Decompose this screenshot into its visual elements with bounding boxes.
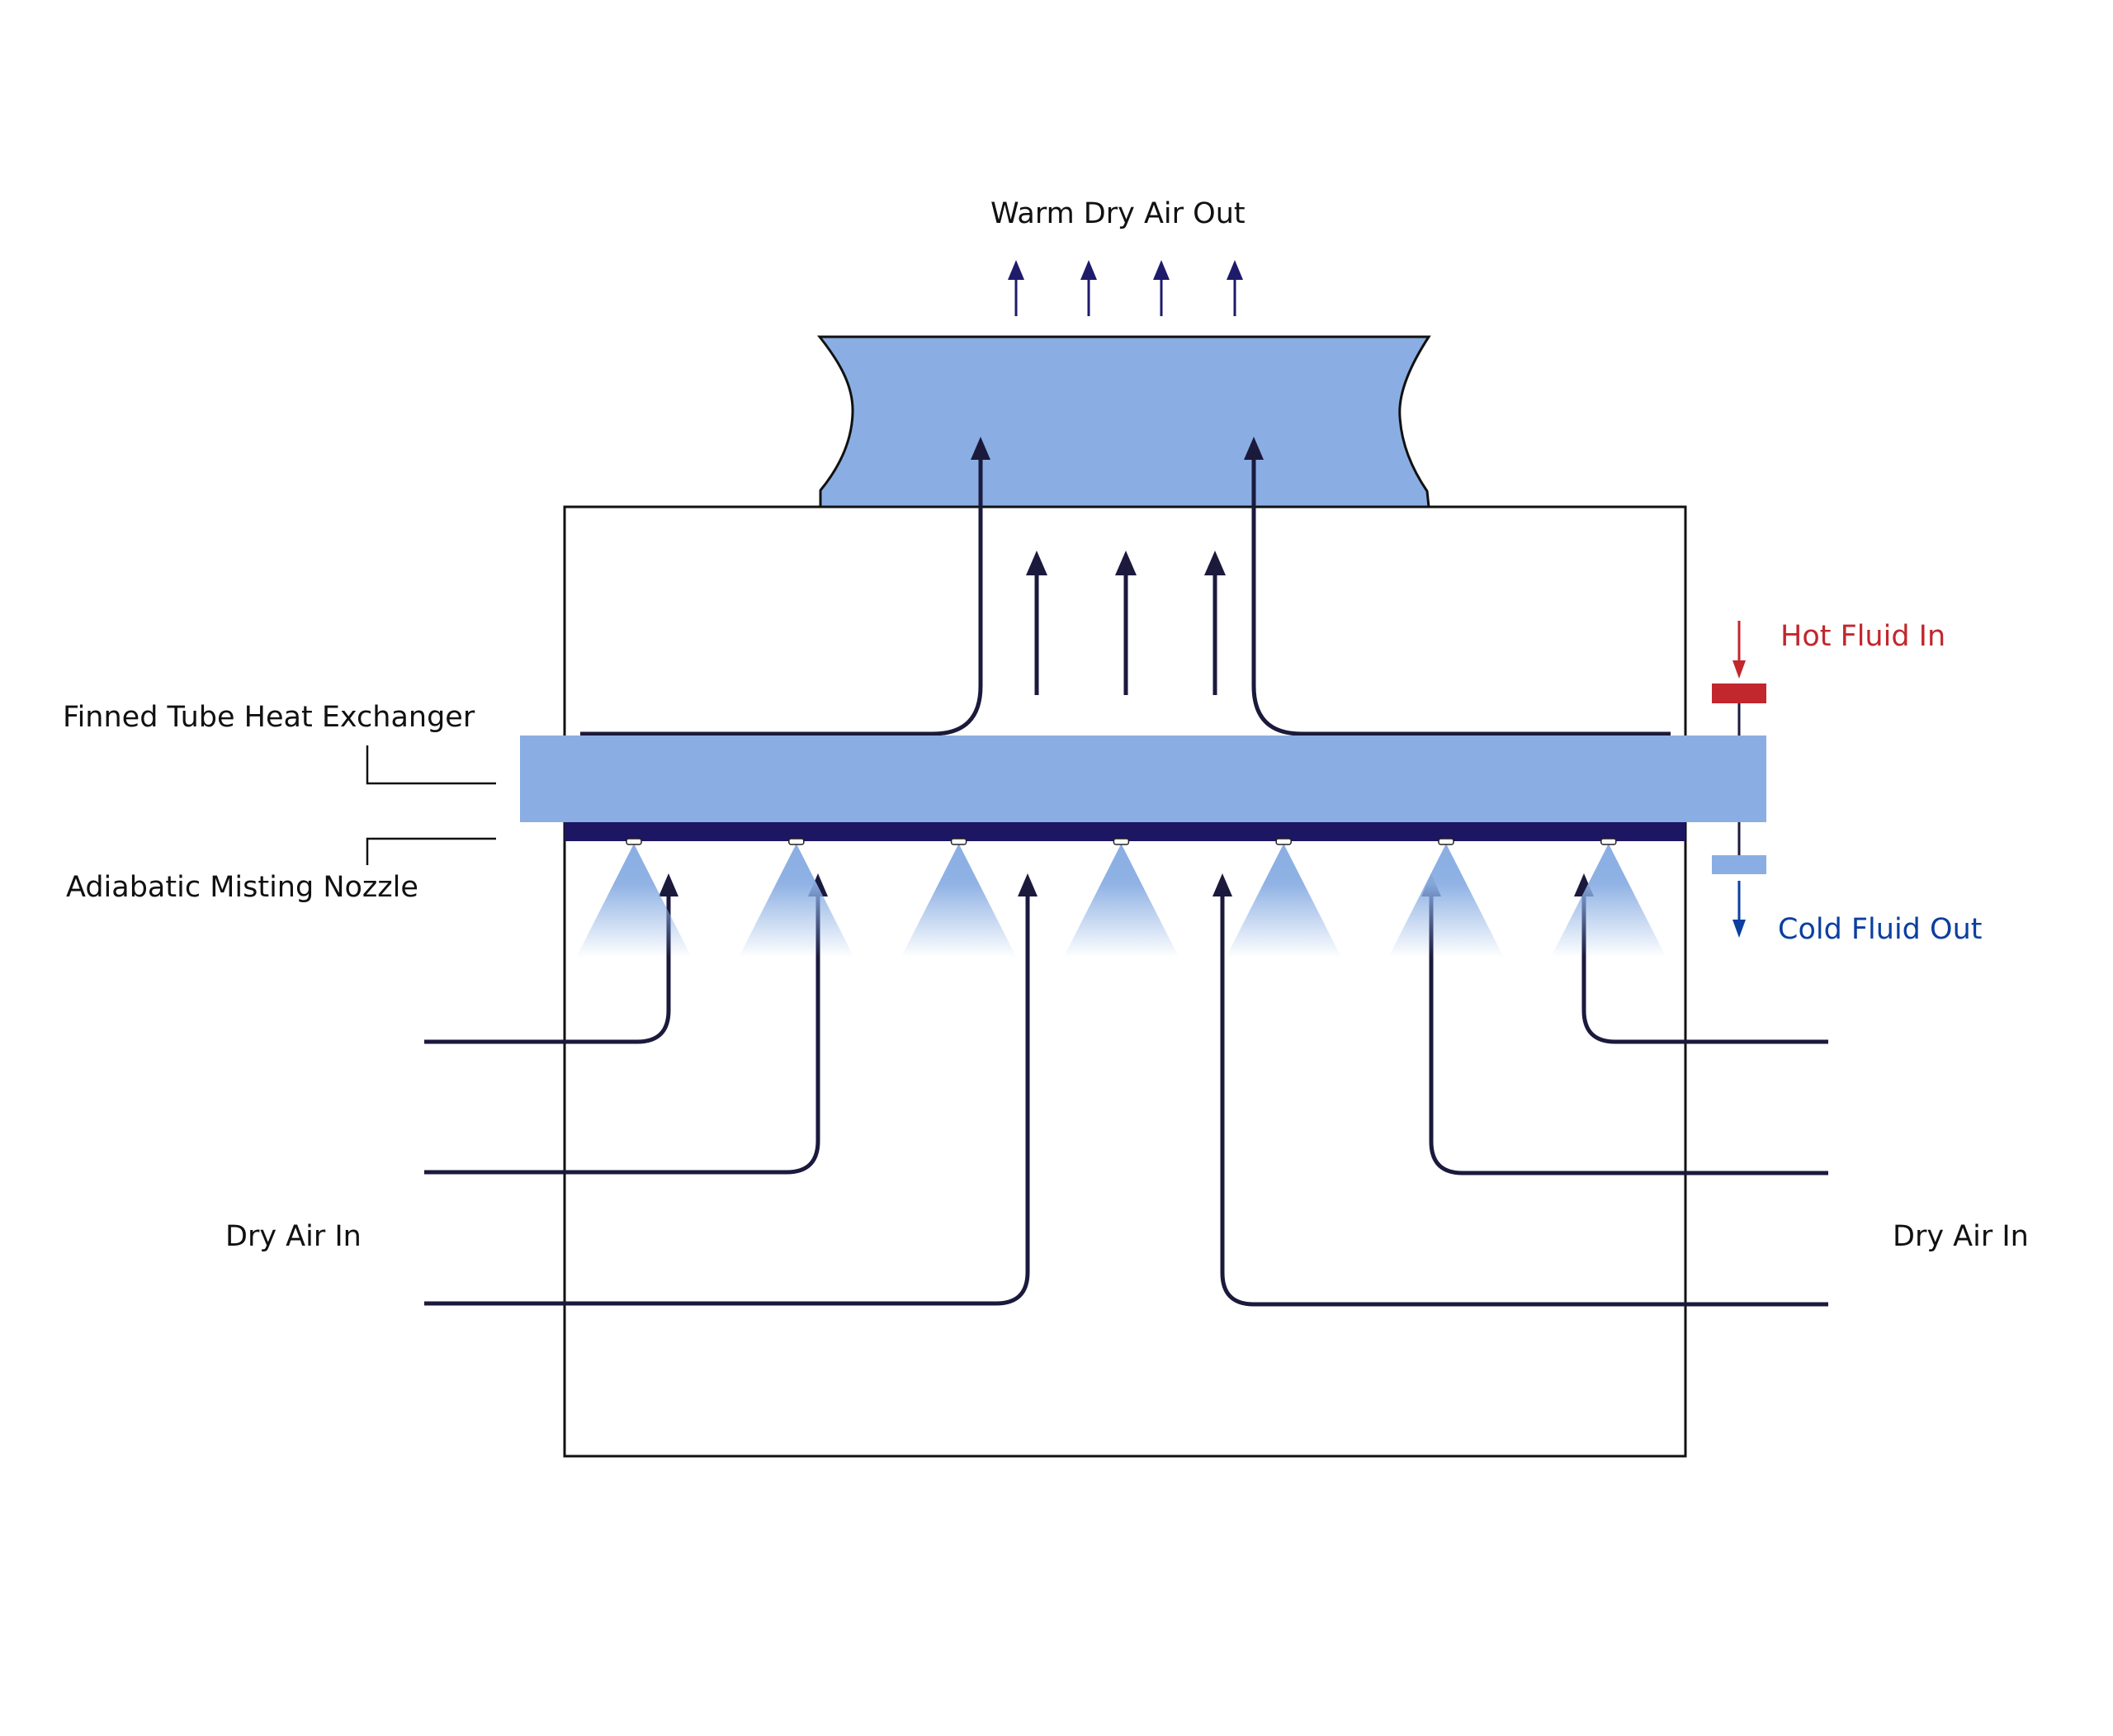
cooler-enclosure: [563, 505, 1687, 1458]
airflow-stream-left: [580, 450, 983, 736]
heat-exchanger-label: Finned Tube Heat Exchanger: [63, 701, 475, 734]
airflow-stream-right: [1251, 450, 1671, 736]
mist-spray: [1550, 844, 1666, 958]
dry-air-inlet-stream-left: [424, 873, 1038, 1306]
inlet-stream-path: [424, 887, 820, 1175]
dry-air-in-right-label: Dry Air In: [1893, 1220, 2029, 1253]
arrow-up-icon: [1244, 437, 1264, 460]
updraft-arrow: [1115, 551, 1137, 695]
exhaust-arrow: [1153, 260, 1170, 316]
updraft-arrow: [1026, 551, 1047, 695]
nozzle-tip-icon: [1438, 838, 1454, 845]
misting-nozzle: [1388, 838, 1504, 958]
nozzle-tip-icon: [788, 838, 805, 845]
dry-air-inlet-stream-left: [424, 873, 678, 1044]
inlet-stream-path: [1429, 887, 1828, 1175]
exhaust-arrow: [1080, 260, 1097, 316]
nozzle-tip-icon: [1600, 838, 1617, 845]
arrow-up-icon: [1080, 260, 1097, 280]
arrow-up-icon: [1227, 260, 1243, 280]
cold-fluid-arrow-icon: [1732, 920, 1746, 938]
mist-spray: [576, 844, 692, 958]
finned-tube-heat-exchanger: [520, 736, 1766, 822]
top-airflow: [580, 437, 1671, 736]
inlet-stream-path: [1581, 887, 1828, 1044]
arrow-up-icon: [1204, 551, 1226, 575]
misting-nozzle-leader-line: [366, 837, 496, 865]
cold-fluid-out-label: Cold Fluid Out: [1778, 913, 1982, 946]
misting-nozzle-label: Adiabatic Misting Nozzle: [66, 871, 418, 904]
warm-air-out-label: Warm Dry Air Out: [990, 197, 1246, 230]
misting-nozzle: [738, 838, 854, 958]
inlet-stream-path: [424, 887, 671, 1044]
hot-fluid-inlet-pipe: [1712, 684, 1766, 703]
mist-spray: [901, 844, 1017, 958]
dry-air-in-left-label: Dry Air In: [225, 1220, 362, 1253]
misting-nozzle: [576, 838, 692, 958]
mist-spray: [1226, 844, 1342, 958]
fan-housing: [816, 335, 1431, 509]
nozzle-tip-icon: [950, 838, 967, 845]
heat-exchanger-leader-line: [366, 745, 496, 785]
misting-nozzle: [901, 838, 1017, 958]
arrow-up-icon: [1008, 260, 1024, 280]
exhaust-arrow: [1008, 260, 1024, 316]
arrow-up-icon: [1153, 260, 1170, 280]
arrow-up-icon: [1018, 873, 1038, 896]
hot-fluid-in-label: Hot Fluid In: [1780, 620, 1945, 653]
nozzle-tip-icon: [1275, 838, 1292, 845]
inlet-stream-path: [424, 887, 1030, 1306]
misting-manifold: [565, 822, 1685, 841]
mist-spray: [1388, 844, 1504, 958]
exhaust-arrows: [1008, 260, 1243, 316]
arrow-up-icon: [971, 437, 990, 460]
hot-fluid-arrow-icon: [1732, 660, 1746, 679]
misting-nozzle: [1063, 838, 1179, 958]
arrow-up-icon: [1212, 873, 1232, 896]
arrow-up-icon: [1026, 551, 1047, 575]
cold-fluid-outlet-pipe: [1712, 855, 1766, 874]
arrow-up-icon: [1115, 551, 1137, 575]
hot-fluid-connection: Hot Fluid In: [1712, 620, 1945, 736]
nozzle-tip-icon: [626, 838, 642, 845]
arrow-up-icon: [659, 873, 678, 896]
mist-spray: [1063, 844, 1179, 958]
dry-air-inlet-stream-right: [1212, 873, 1828, 1307]
updraft-arrow: [1204, 551, 1226, 695]
inlet-stream-path: [1220, 887, 1828, 1307]
nozzles: [576, 838, 1666, 958]
cold-fluid-connection: Cold Fluid Out: [1712, 822, 1982, 946]
exhaust-arrow: [1227, 260, 1243, 316]
mist-spray: [738, 844, 854, 958]
misting-nozzle: [1226, 838, 1342, 958]
misting-nozzle: [1550, 838, 1666, 958]
nozzle-tip-icon: [1113, 838, 1130, 845]
